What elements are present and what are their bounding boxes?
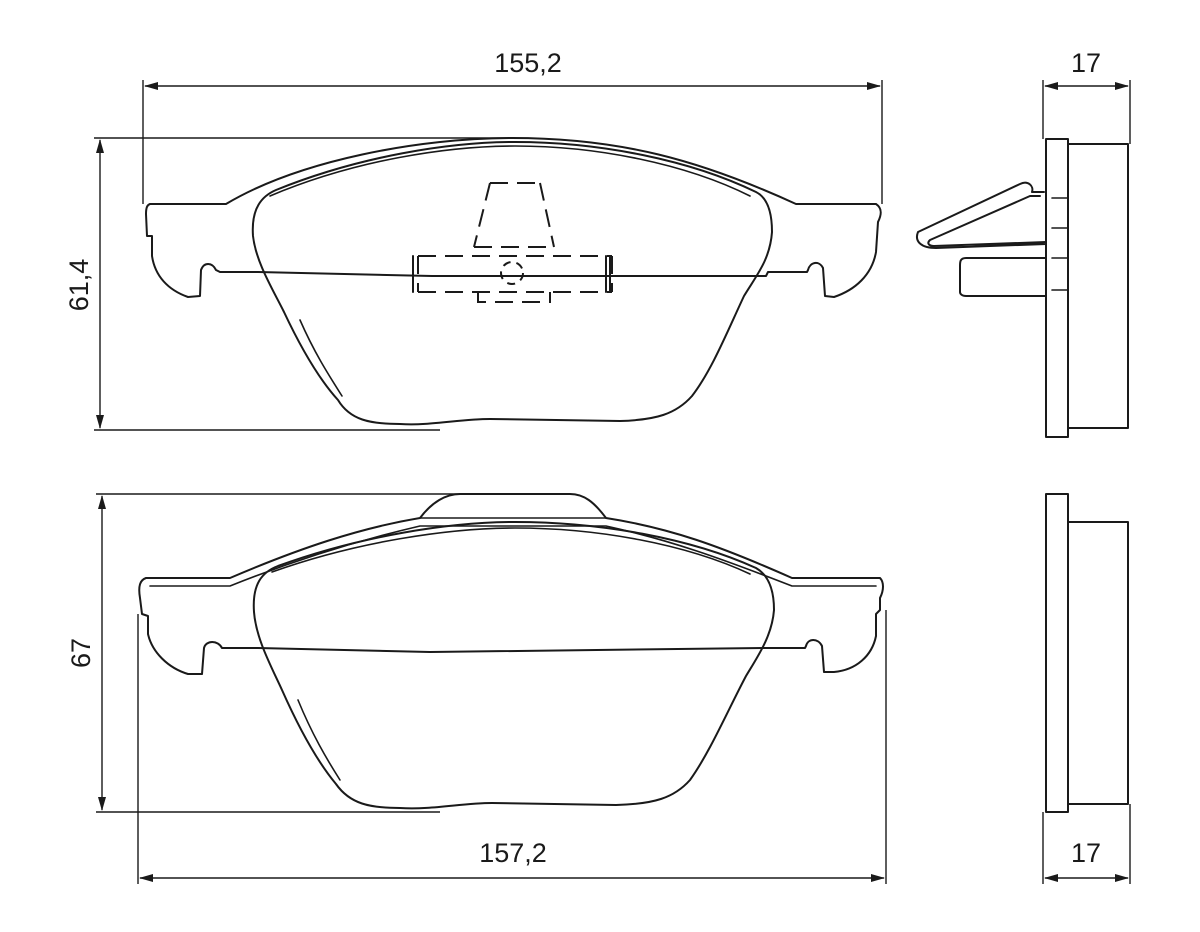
- bottom-side-backing-plate: [1045, 493, 1069, 813]
- bottom-pad-dimensions: 67 157,2: [66, 493, 887, 884]
- top-height-label: 61,4: [64, 259, 94, 312]
- top-side-friction-block: [1067, 143, 1129, 429]
- bottom-side-thickness-label: 17: [1071, 838, 1101, 868]
- top-width-label: 155,2: [494, 48, 562, 78]
- top-pad-center-hole: [500, 261, 524, 285]
- top-pad-clip-outline: [473, 182, 555, 248]
- bottom-side-friction-block: [1067, 521, 1129, 805]
- top-side-backing-plate: [1045, 138, 1069, 438]
- top-side-spring-clip: [916, 181, 1047, 249]
- top-pad-front-view: [145, 137, 882, 426]
- top-side-thickness-label: 17: [1071, 48, 1101, 78]
- top-pad-side-view: [916, 138, 1129, 438]
- bottom-pad-backing-plate: [138, 493, 884, 675]
- bottom-height-label: 67: [66, 638, 96, 668]
- bottom-side-dimensions: 17: [1042, 804, 1131, 884]
- bottom-pad-side-view: [1045, 493, 1129, 813]
- top-pad-friction-material: [251, 141, 773, 426]
- top-pad-dimensions: 155,2 61,4: [64, 48, 883, 431]
- top-side-dimensions: 17: [1042, 48, 1131, 144]
- bottom-width-label: 157,2: [479, 838, 547, 868]
- bottom-pad-front-view: [138, 493, 884, 810]
- bottom-pad-friction-material: [252, 521, 775, 810]
